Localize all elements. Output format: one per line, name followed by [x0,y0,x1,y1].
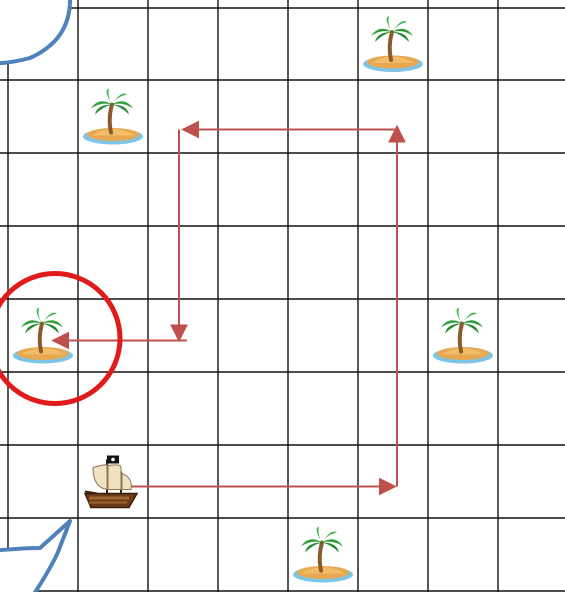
treasure-map-board [0,0,565,592]
board-background [0,0,565,592]
